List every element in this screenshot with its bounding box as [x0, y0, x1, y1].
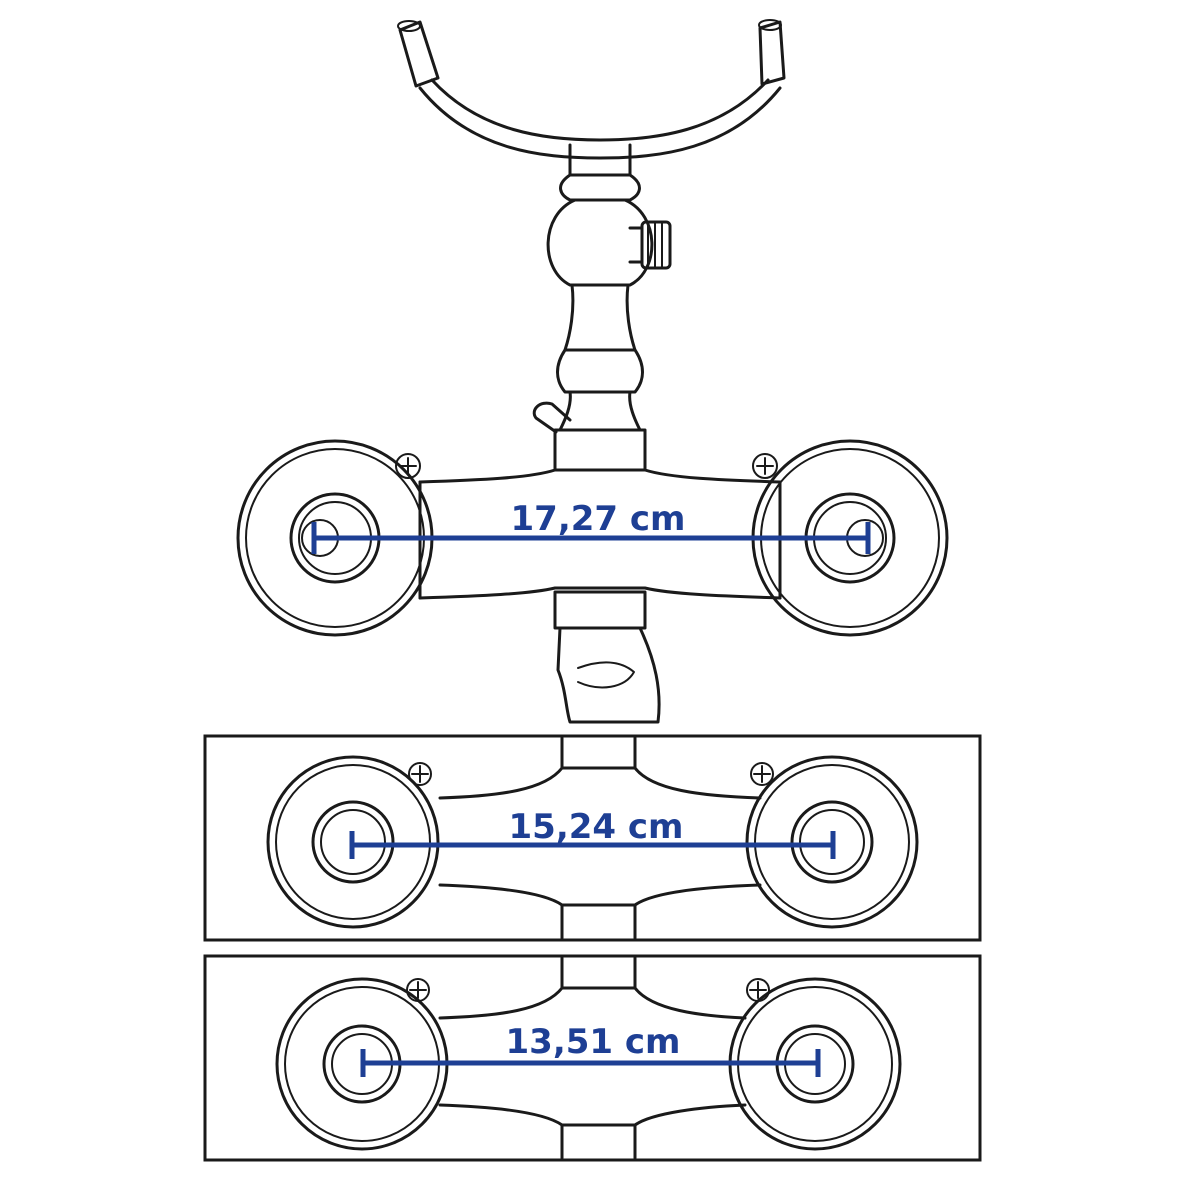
- riser-column: [546, 143, 654, 432]
- dimension-label-middle: 15,24 cm: [509, 807, 684, 847]
- hose-outlet: [628, 220, 672, 270]
- diverter-lever: [532, 401, 572, 434]
- full-faucet-drawing: [236, 19, 949, 724]
- dimension-middle: 15,24 cm: [349, 807, 836, 859]
- dimension-top: 17,27 cm: [311, 499, 871, 554]
- bottom-panel-drawing: [203, 954, 982, 1162]
- middle-panel-drawing: [203, 734, 982, 942]
- bath-spout: [553, 590, 661, 724]
- shower-cradle: [397, 19, 786, 160]
- dimension-label-bottom: 13,51 cm: [506, 1022, 681, 1062]
- dimension-bottom: 13,51 cm: [360, 1022, 821, 1077]
- dimension-label-top: 17,27 cm: [511, 499, 686, 539]
